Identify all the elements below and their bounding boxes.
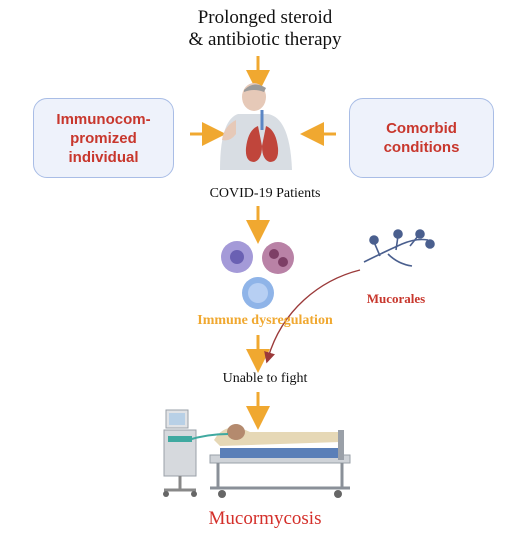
immunocompromised-label: Immunocom- promized individual — [56, 110, 151, 166]
immune-cells-icon — [221, 241, 294, 309]
unable-to-fight-label: Unable to fight — [222, 371, 308, 386]
comorbid-label: Comorbid conditions — [383, 120, 460, 156]
human-lungs-icon — [220, 83, 292, 170]
mucorales-label: Mucorales — [366, 291, 426, 306]
covid-patients-label: COVID-19 Patients — [209, 186, 321, 201]
immune-dysregulation-label: Immune dysregulation — [197, 313, 333, 328]
immunocompromised-box: Immunocom- promized individual — [33, 98, 174, 178]
ventilator-icon — [163, 409, 197, 497]
therapy-title: Prolonged steroid & antibiotic therapy — [188, 7, 342, 50]
comorbid-box: Comorbid conditions — [349, 98, 494, 178]
hospital-bed-patient-icon — [187, 424, 351, 498]
mucorales-fungus-icon — [363, 229, 435, 267]
mucormycosis-label: Mucormycosis — [208, 508, 322, 529]
arrow-mucorales-curve — [264, 269, 361, 364]
